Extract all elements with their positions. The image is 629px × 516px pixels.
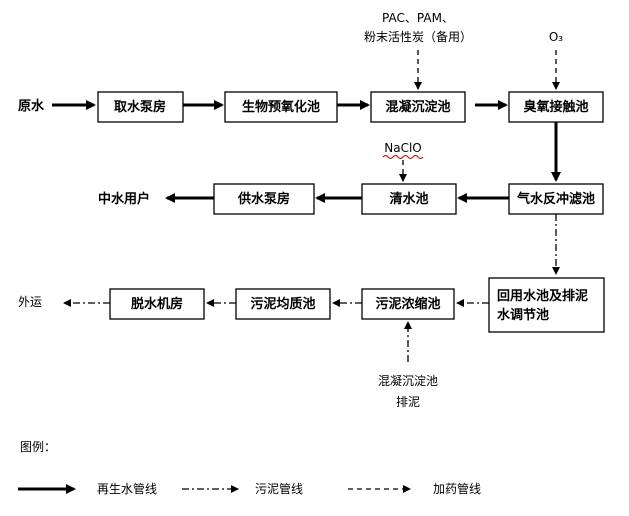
box-intake-pump: [97, 91, 184, 123]
node-intake-pump: 取水泵房: [114, 99, 166, 115]
node-raw-water: 原水: [18, 98, 45, 114]
box-coag-sed: [370, 91, 466, 123]
node-supply-pump: 供水泵房: [237, 191, 290, 207]
legend-dosing-line-label: 加药管线: [433, 481, 481, 496]
node-filter: 气水反冲滤池: [517, 191, 595, 207]
box-ozone: [508, 91, 604, 123]
naclo-spellcheck-underline: [382, 155, 424, 159]
node-recycle-line1: 回用水池及排泥: [497, 288, 588, 304]
box-recycle: [488, 277, 605, 333]
node-dewater: 脱水机房: [131, 296, 183, 312]
node-clear-well: 清水池: [389, 191, 428, 207]
label-coag-sludge-2: 排泥: [396, 395, 420, 409]
node-users: 中水用户: [98, 191, 150, 207]
box-sludge-thick: [361, 288, 455, 320]
box-bio-preox: [224, 91, 338, 123]
box-sludge-homog: [235, 288, 331, 320]
node-bio-preox: 生物预氧化池: [242, 99, 320, 115]
node-sludge-homog: 污泥均质池: [250, 296, 315, 312]
node-transport: 外运: [18, 295, 42, 309]
label-chem-1: PAC、PAM、: [382, 11, 454, 25]
node-ozone: 臭氧接触池: [523, 99, 588, 115]
legend-sludge-line-label: 污泥管线: [255, 481, 303, 496]
label-o3: O₃: [549, 30, 563, 44]
node-coag-sed: 混凝沉淀池: [385, 99, 450, 115]
legend-water-line-label: 再生水管线: [97, 481, 157, 496]
label-coag-sludge-1: 混凝沉淀池: [378, 373, 438, 388]
legend-title: 图例：: [20, 440, 56, 454]
label-naclo: NaClO: [384, 141, 422, 155]
box-dewater: [109, 288, 205, 320]
label-chem-2: 粉末活性炭（备用）: [364, 30, 472, 44]
node-sludge-thick: 污泥浓缩池: [375, 296, 440, 312]
node-recycle-line2: 水调节池: [497, 307, 549, 323]
